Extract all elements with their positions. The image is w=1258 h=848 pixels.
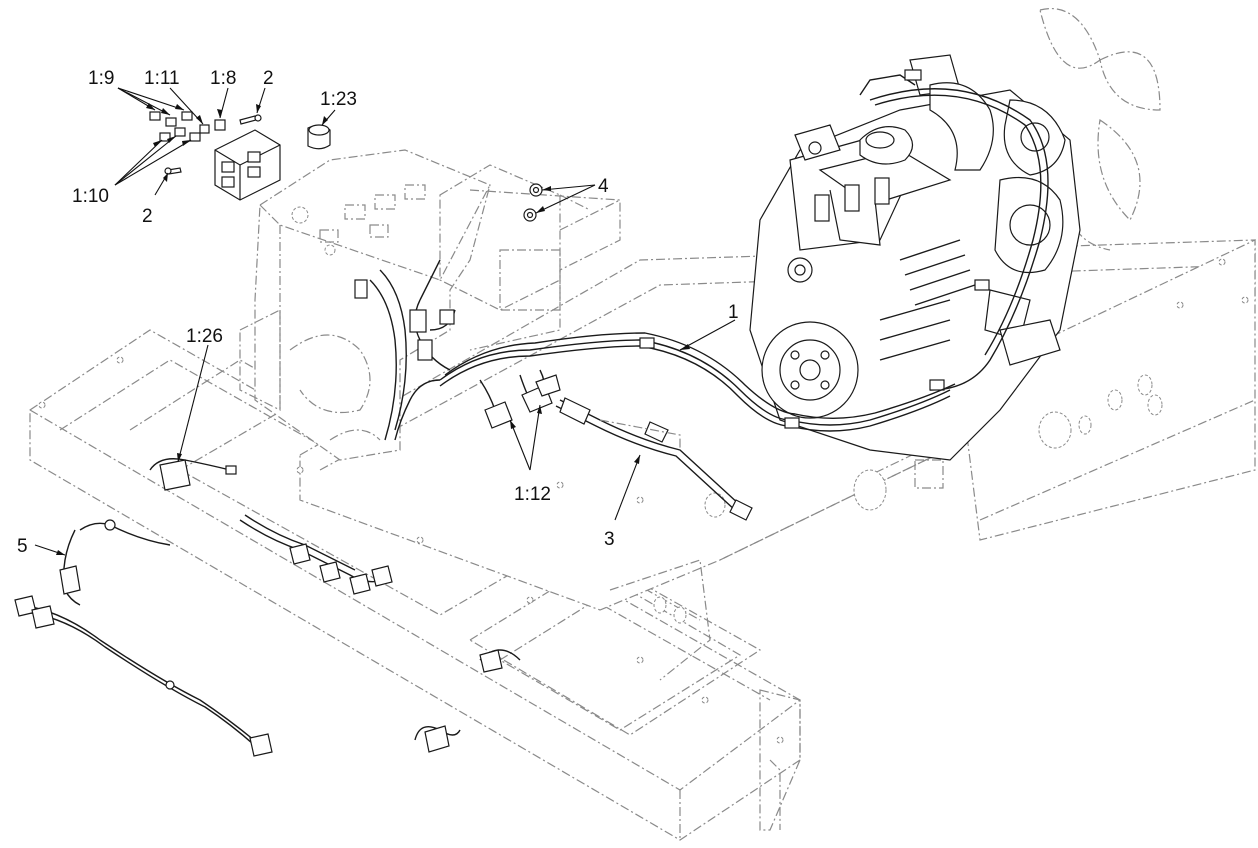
callout-1-26: 1:26: [186, 326, 223, 347]
engine-assembly: [749, 8, 1161, 461]
callout-labels: 1:9 1:11 1:8 2 1:23 1:10 2 4 1 1:26 1:12…: [17, 68, 739, 557]
callout-1-10: 1:10: [72, 186, 109, 207]
leader-lines: [34, 87, 736, 556]
callout-1-11: 1:11: [144, 68, 180, 89]
callout-3: 3: [604, 529, 615, 550]
callout-4: 4: [598, 176, 609, 197]
switch-panel-parts: [149, 111, 543, 222]
control-console-phantom: [239, 149, 621, 461]
callout-1: 1: [728, 302, 739, 323]
sub-harness-3: [555, 397, 753, 521]
main-wire-harness: [354, 259, 956, 441]
callout-5: 5: [17, 536, 28, 557]
frame-connectors: [149, 458, 521, 753]
callout-1-9: 1:9: [88, 68, 114, 89]
callout-1-23: 1:23: [320, 89, 357, 110]
callout-1-8: 1:8: [210, 68, 236, 89]
callout-2-top: 2: [263, 68, 274, 89]
callout-2-bottom: 2: [142, 206, 153, 227]
sub-harness-5: [14, 519, 273, 757]
callout-1-12: 1:12: [514, 484, 551, 505]
